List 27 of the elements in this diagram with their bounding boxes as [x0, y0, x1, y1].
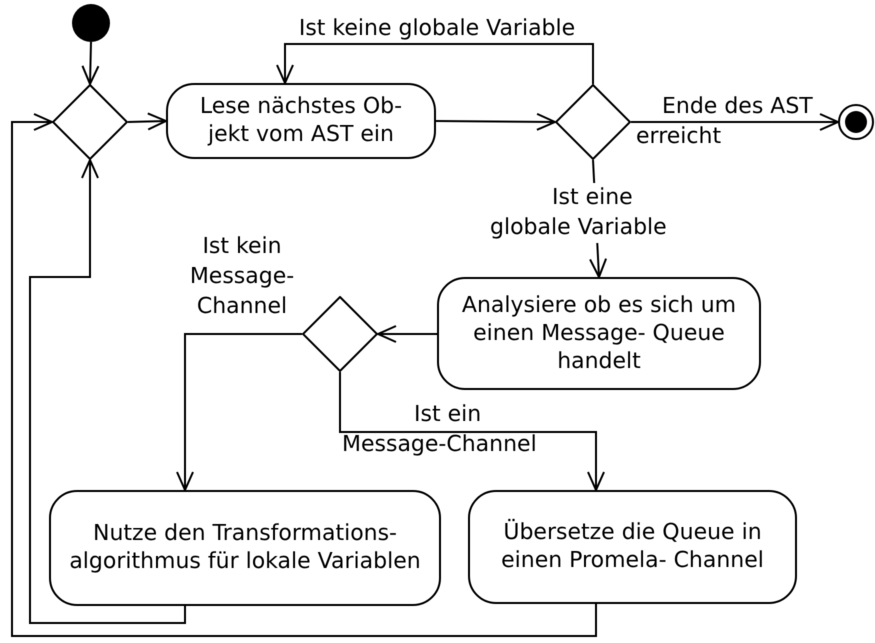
flow-arrow — [339, 372, 605, 491]
action-text: Analysiere ob es sich um einen Message- Queue handelt — [460, 292, 738, 376]
edge-label: Ist keine globale Variable — [298, 15, 576, 43]
flow-arrow — [436, 112, 556, 131]
action-box — [49, 490, 441, 606]
decision-diamond — [555, 84, 631, 160]
action-text: Übersetze die Queue in einen Promela- Channel — [500, 519, 765, 575]
edge-label: Ende des AST erreicht — [636, 93, 814, 151]
action-box — [166, 83, 436, 159]
flow-arrow — [176, 333, 302, 491]
start-dot — [72, 4, 110, 42]
action-text: Nutze den Transformations- algorithmus für lokale Variablen — [68, 520, 422, 576]
action-box — [468, 490, 797, 604]
flow-arrow — [11, 113, 597, 637]
flow-arrow — [631, 113, 839, 131]
action-box — [437, 277, 761, 390]
flow-arrow — [81, 42, 100, 85]
decision-diamond — [52, 84, 128, 160]
flow-arrow — [276, 43, 594, 84]
edge-label: Ist kein Message-Channel — [188, 233, 296, 321]
flow-arrow — [128, 112, 167, 130]
flow-arrow — [29, 159, 186, 624]
flow-arrow — [377, 325, 437, 343]
end-bullseye — [838, 104, 874, 140]
decision-diamond — [302, 296, 378, 372]
edge-label: Ist ein Message-Channel — [342, 401, 538, 459]
action-text: Lese nächstes Ob- jekt vom AST ein — [198, 93, 404, 149]
